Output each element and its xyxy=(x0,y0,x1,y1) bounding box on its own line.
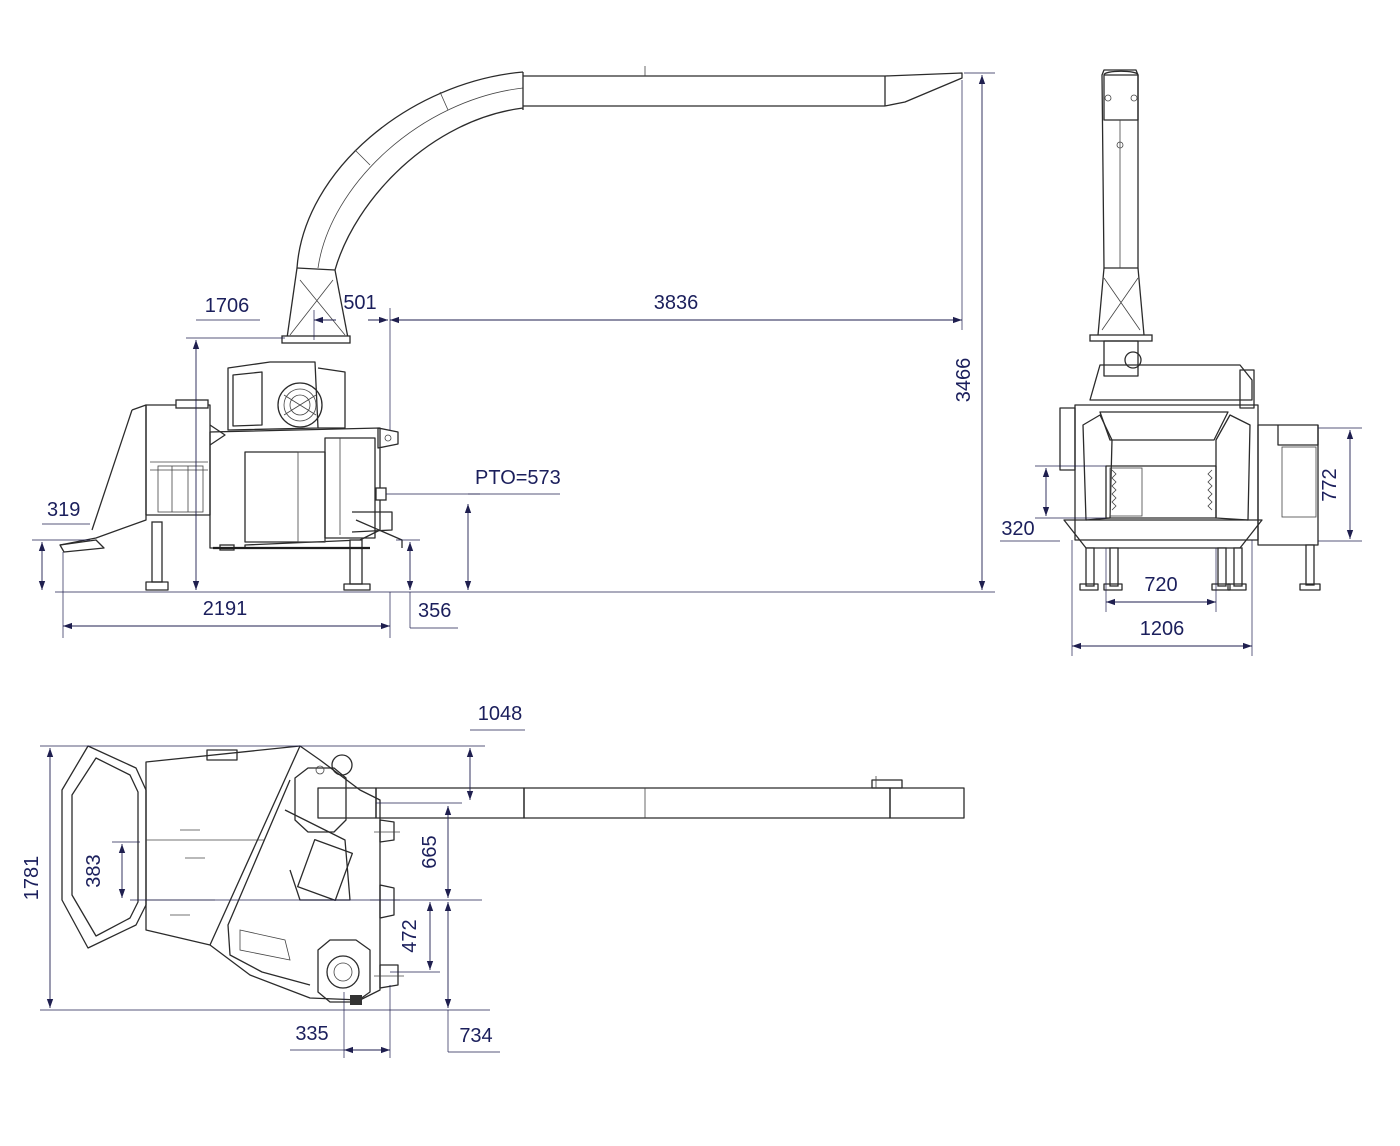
support-legs xyxy=(145,521,371,591)
dim-772: 772 xyxy=(1319,468,1341,501)
dim-1706: 1706 xyxy=(205,295,250,317)
dim-734: 734 xyxy=(459,1025,492,1047)
dim-1206: 1206 xyxy=(1140,618,1185,640)
dim-335: 335 xyxy=(295,1023,328,1045)
top-body xyxy=(145,745,404,1005)
rear-view-dimensions: 772 320 720 1206 xyxy=(1000,427,1362,656)
top-spout xyxy=(317,776,965,819)
dim-1048: 1048 xyxy=(478,703,523,725)
discharge-chute xyxy=(281,71,524,344)
dim-319: 319 xyxy=(47,499,80,521)
dim-3836: 3836 xyxy=(654,292,699,314)
dim-320: 320 xyxy=(1001,518,1034,540)
rear-view: 772 320 720 1206 xyxy=(1000,69,1362,656)
dim-665: 665 xyxy=(419,835,441,868)
side-view-dimensions: 3836 501 1706 3466 PTO=573 319 xyxy=(32,72,995,638)
dim-501: 501 xyxy=(343,292,376,314)
dim-383: 383 xyxy=(83,854,105,887)
spout-tube xyxy=(523,66,963,107)
side-view: 3836 501 1706 3466 PTO=573 319 xyxy=(32,66,995,638)
dim-356: 356 xyxy=(418,600,451,622)
dim-pto: PTO=573 xyxy=(475,467,561,489)
dim-3466: 3466 xyxy=(953,358,975,403)
dim-2191: 2191 xyxy=(203,598,248,620)
dim-1781: 1781 xyxy=(21,856,43,901)
top-hopper xyxy=(61,745,147,949)
rear-spout xyxy=(1089,69,1153,377)
top-view-dimensions: 1048 665 1781 383 472 335 xyxy=(21,703,525,1058)
dim-472: 472 xyxy=(399,919,421,952)
dim-720: 720 xyxy=(1144,574,1177,596)
chipper-body xyxy=(59,361,403,591)
rear-body xyxy=(1059,364,1319,549)
rear-legs xyxy=(1079,544,1321,591)
top-view: 1048 665 1781 383 472 335 xyxy=(21,703,965,1058)
